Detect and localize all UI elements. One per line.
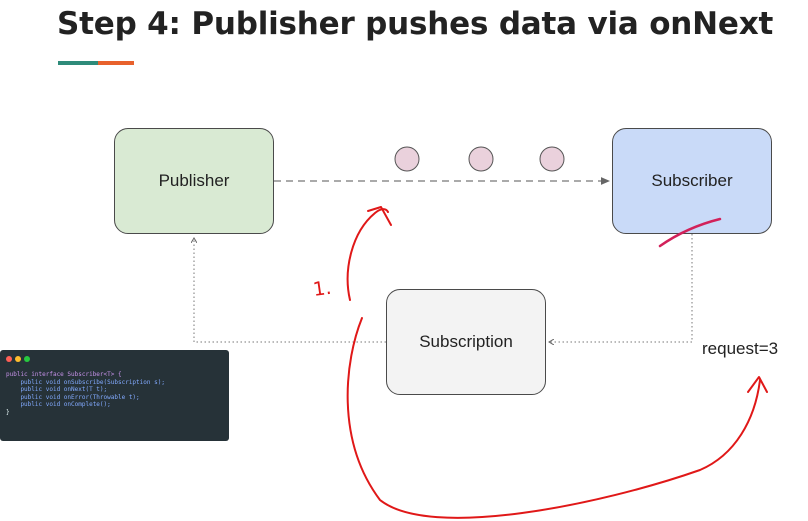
request-label: request=3 [702,339,779,358]
minimize-dot-icon [15,356,21,362]
maximize-dot-icon [24,356,30,362]
subscriber-box: Subscriber [612,128,772,234]
data-item [468,146,494,172]
data-item [539,146,565,172]
subscription-box: Subscription [386,289,546,395]
subscriber-label: Subscriber [651,171,733,190]
page-title: Step 4: Publisher pushes data via onNext [57,6,774,42]
code-line: } [6,408,10,416]
window-controls [6,356,229,362]
annotation-number-one: 1. [312,277,333,301]
annotation-arrowhead-top [367,206,392,226]
subscription-label: Subscription [419,332,513,351]
subscription-to-publisher-arrow [194,238,386,343]
code-line: public void onError(Throwable t); [6,393,140,401]
code-snippet-window: public interface Subscriber<T> { public … [0,350,229,441]
code-line: public interface Subscriber<T> { [6,371,122,378]
code-text: public interface Subscriber<T> { public … [6,371,229,416]
request-arrow [549,234,693,342]
code-line: public void onSubscribe(Subscription s); [6,378,165,386]
title-accent-teal [58,61,98,65]
publisher-label: Publisher [158,171,230,190]
close-dot-icon [6,356,12,362]
annotation-arrowhead-bottom [747,376,768,393]
annotation-stroke-subscriber [658,217,722,248]
title-accent-orange [98,61,134,65]
publisher-box: Publisher [114,128,274,234]
annotation-curve [346,317,761,519]
annotation-stroke-upper [346,208,389,301]
data-item [394,146,420,172]
code-line: public void onComplete(); [6,401,111,408]
code-line: public void onNext(T t); [6,386,108,393]
